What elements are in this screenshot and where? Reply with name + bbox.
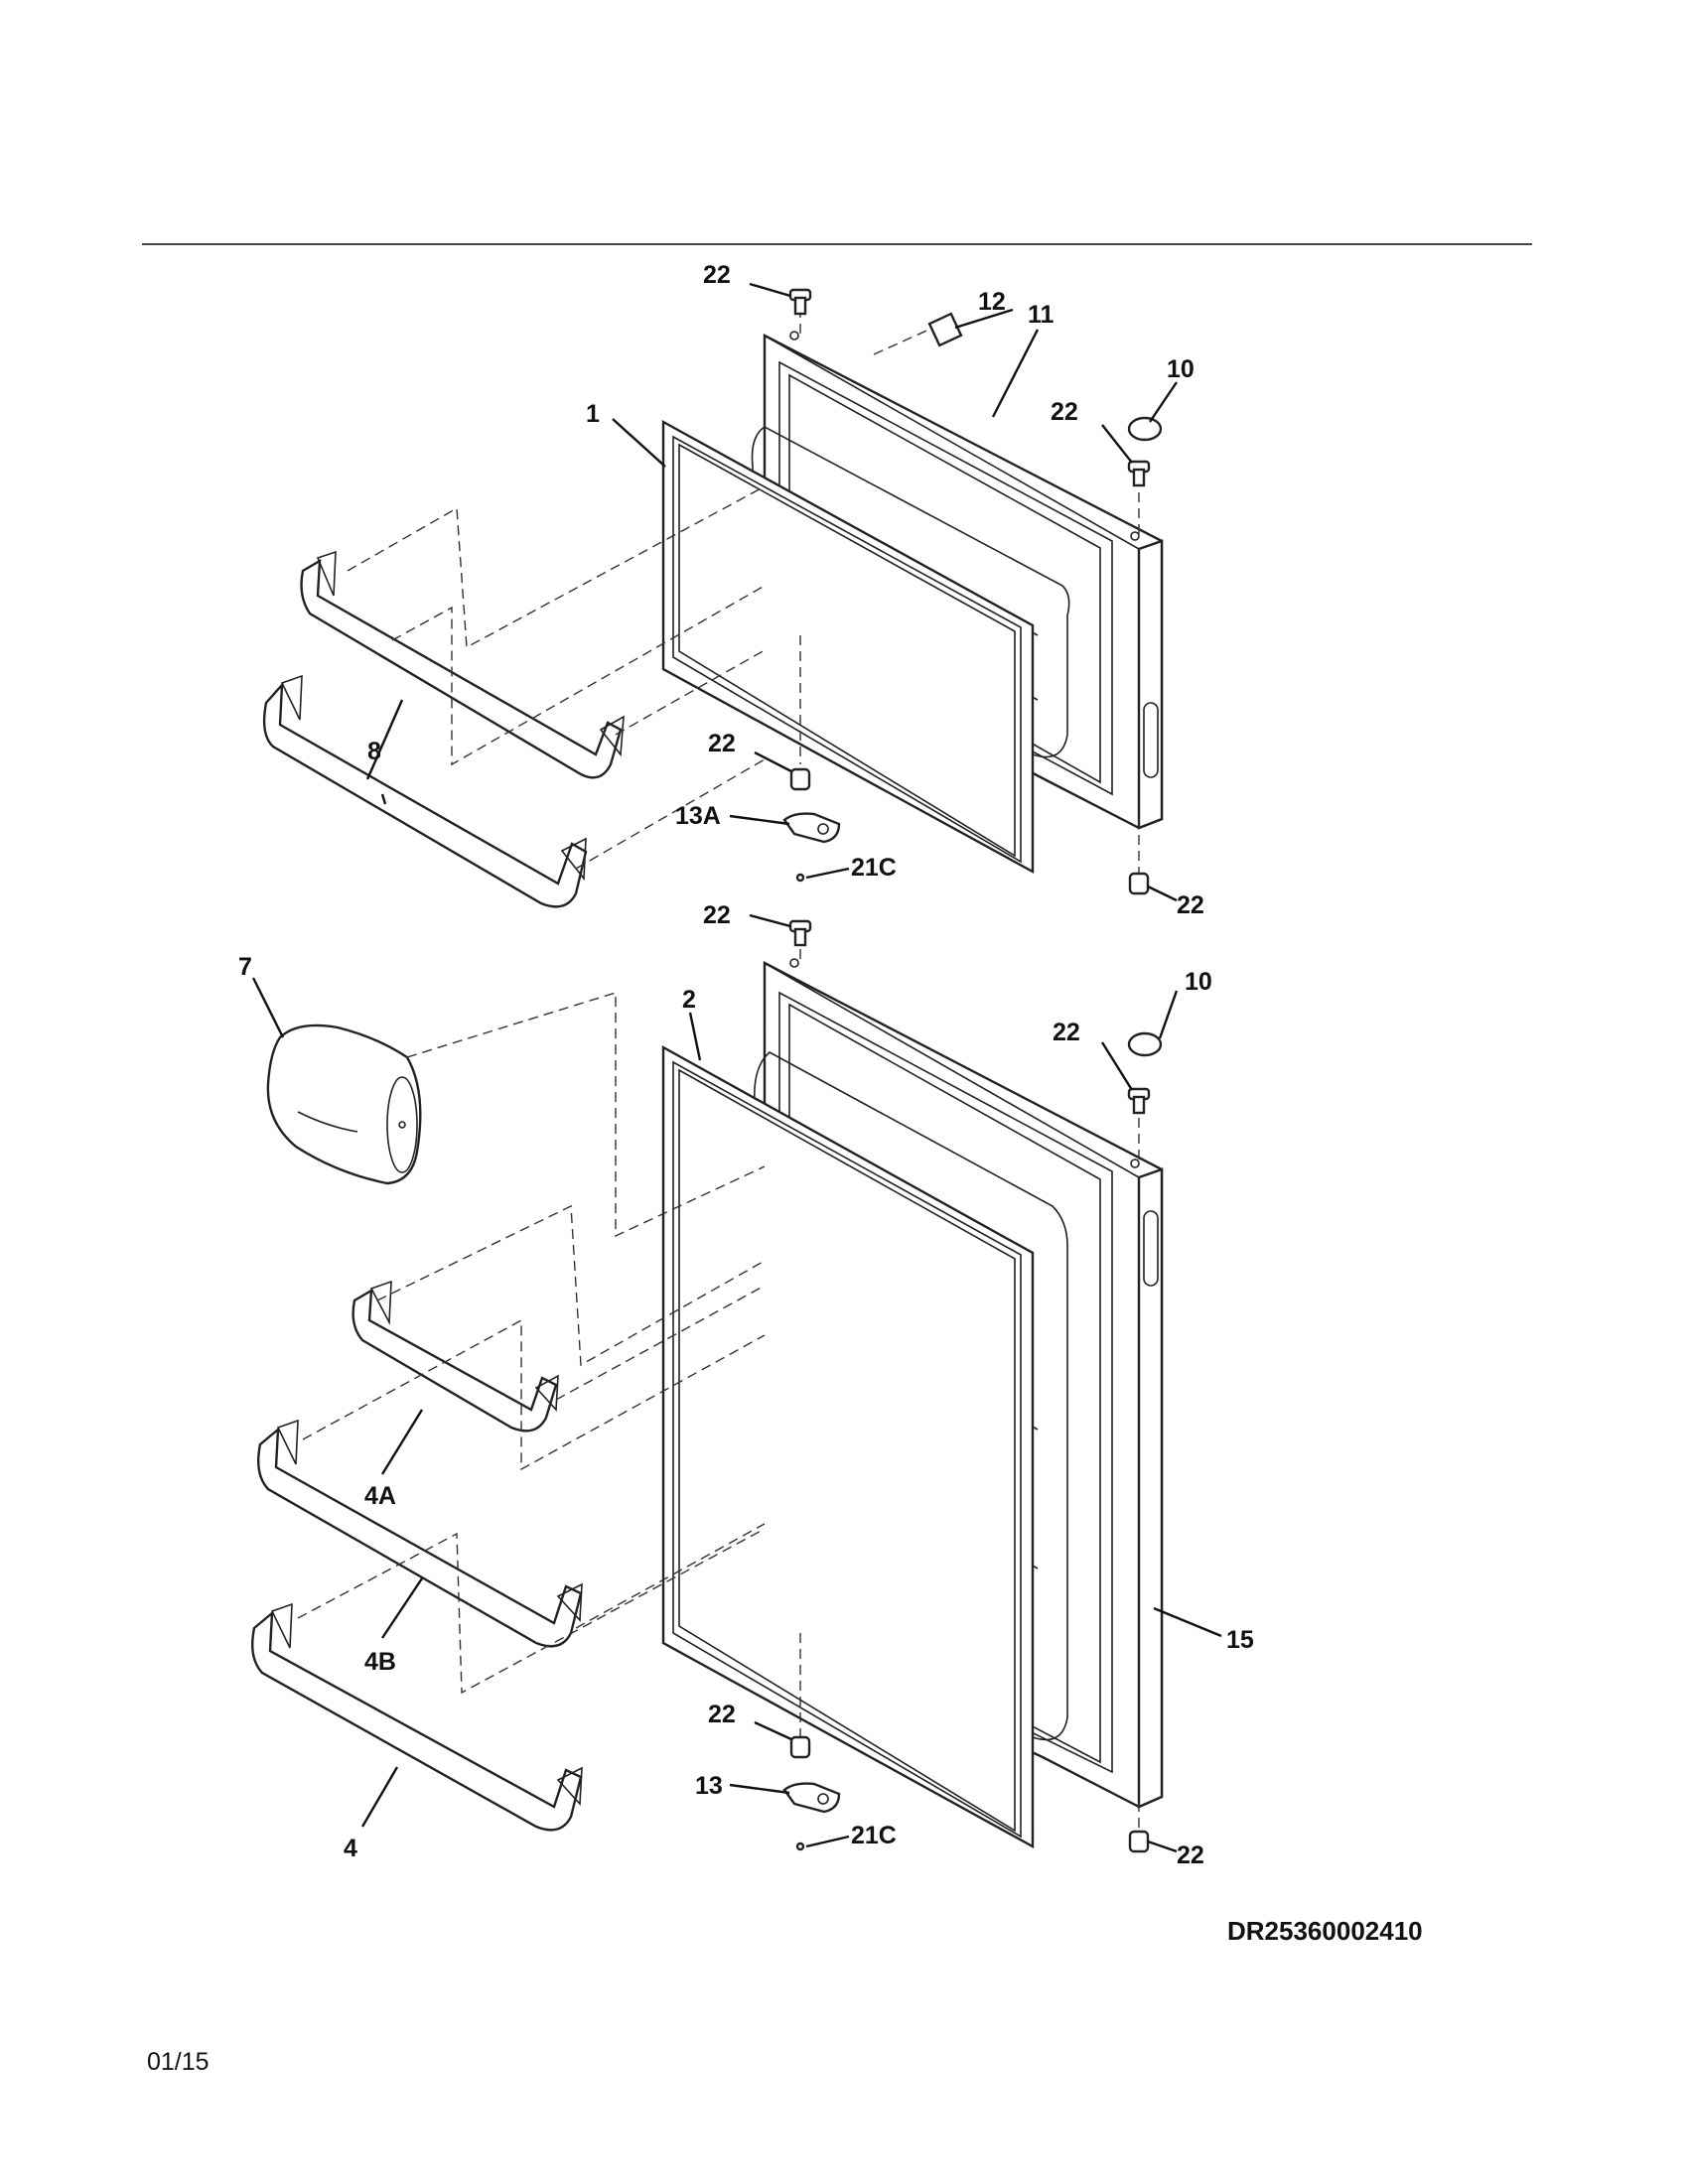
door-shelf-8-upper [300,550,625,779]
assembly-lines-lower [297,933,1140,1832]
label-8: 8 [367,738,381,765]
drawing-code: DR25360002410 [1227,1916,1423,1946]
fresh-food-gasket-2 [661,1044,1035,1849]
label-22-d: 22 [1177,891,1204,919]
label-12: 12 [978,288,1006,316]
label-22-h: 22 [1177,1842,1204,1869]
door-shelf-8-lower [262,674,588,908]
freezer-gasket-1 [661,419,1035,875]
label-13a: 13A [675,802,721,830]
label-22-f: 22 [1053,1019,1080,1046]
label-22-c: 22 [708,730,736,757]
label-2: 2 [682,986,696,1014]
leader-lines [251,282,1222,1853]
label-10-bottom: 10 [1185,968,1212,996]
label-22-g: 22 [708,1701,736,1728]
label-22-e: 22 [703,901,731,929]
label-4: 4 [344,1835,357,1862]
label-21c-bottom: 21C [851,1822,897,1849]
label-15: 15 [1226,1626,1254,1654]
label-13: 13 [695,1772,723,1800]
label-4a: 4A [364,1482,396,1510]
header-rule [142,243,1532,245]
dairy-cover-7 [266,1024,422,1185]
door-shelf-4A [352,1280,559,1433]
date-code: 01/15 [147,2048,210,2076]
upper-hardware [782,288,1163,895]
label-10-top: 10 [1167,355,1195,383]
label-22-a: 22 [703,261,731,289]
label-7: 7 [238,953,252,981]
door-shelf-4B [257,1419,583,1648]
lower-hardware [782,919,1163,1853]
label-22-b: 22 [1051,398,1078,426]
label-4b: 4B [364,1648,396,1676]
label-1: 1 [586,400,600,428]
label-11: 11 [1028,301,1055,329]
label-21c-top: 21C [851,854,897,882]
door-shelf-4 [251,1602,583,1832]
